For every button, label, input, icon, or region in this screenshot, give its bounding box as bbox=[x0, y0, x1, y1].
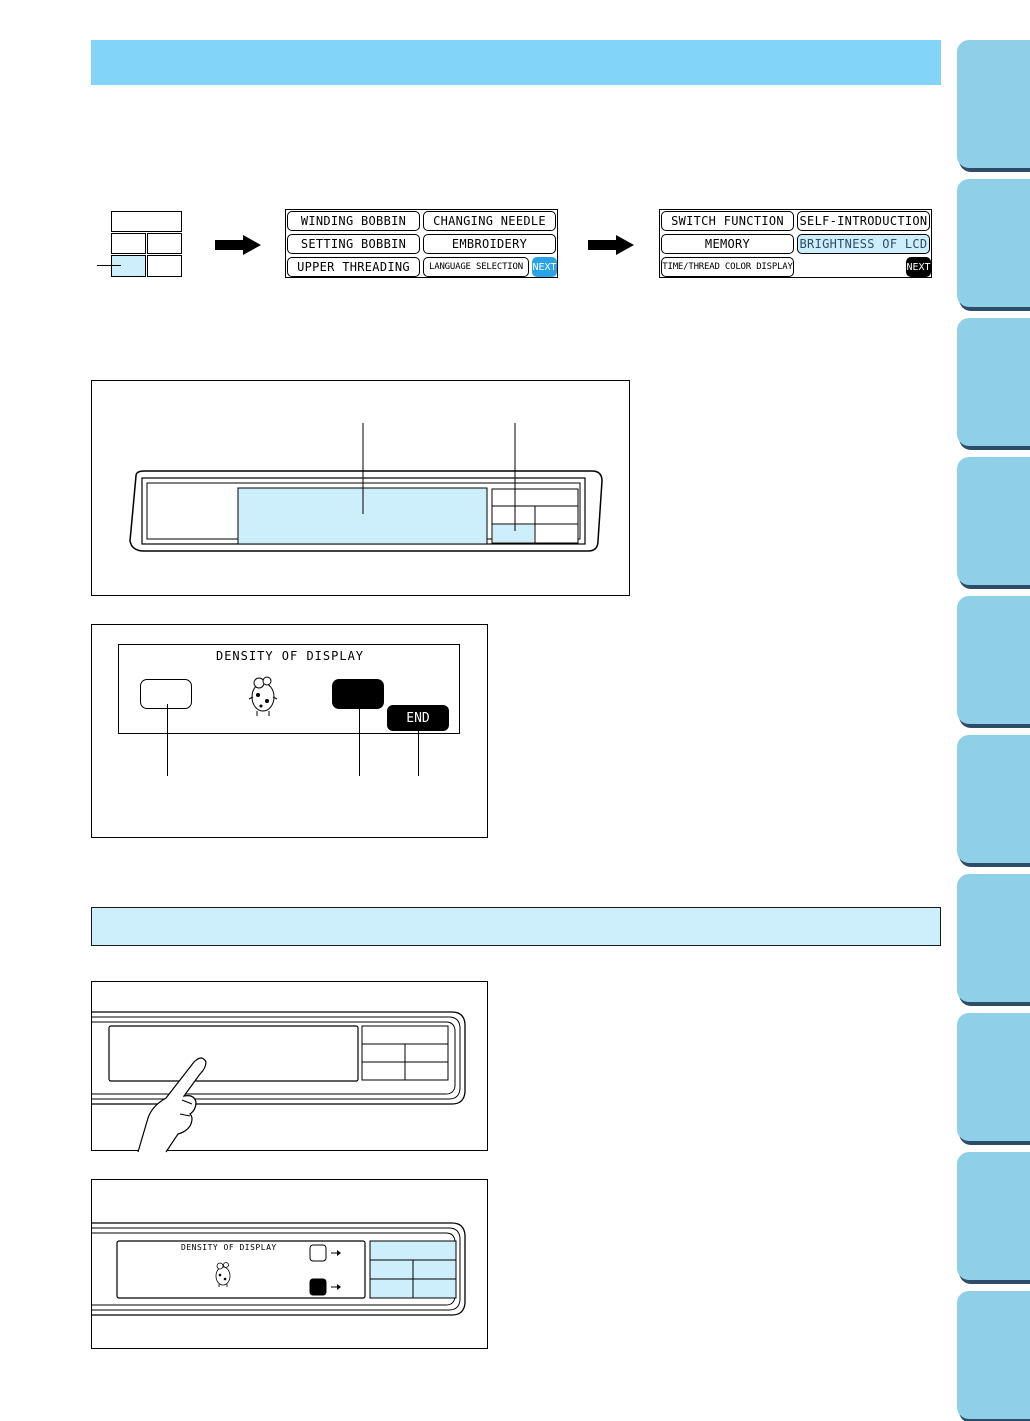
mini-key-top[interactable] bbox=[111, 211, 182, 232]
menu-screen-page-2: SWITCH FUNCTION SELF-INTRODUCTION MEMORY… bbox=[659, 209, 932, 278]
menu-button-winding-bobbin[interactable]: WINDING BOBBIN bbox=[287, 211, 420, 231]
mini-key-help-highlighted[interactable] bbox=[111, 255, 146, 277]
side-tab-4[interactable] bbox=[957, 457, 1030, 585]
side-tab-1[interactable] bbox=[957, 40, 1030, 168]
side-tab-7[interactable] bbox=[957, 874, 1030, 1002]
next-button[interactable]: NEXT bbox=[906, 257, 931, 277]
side-tab-6[interactable] bbox=[957, 735, 1030, 863]
density-screen-title: DENSITY OF DISPLAY bbox=[215, 649, 365, 663]
mini-key-middle-left[interactable] bbox=[111, 233, 146, 254]
side-tab-10[interactable] bbox=[957, 1291, 1030, 1419]
menu-button-brightness-of-lcd[interactable]: BRIGHTNESS OF LCD bbox=[797, 234, 930, 254]
panel-density-figure: DENSITY OF DISPLAY bbox=[91, 1179, 488, 1349]
right-arrow-icon bbox=[215, 235, 261, 255]
mini-key-middle-right[interactable] bbox=[147, 233, 182, 254]
end-button[interactable]: END bbox=[387, 705, 449, 731]
menu-button-language-selection[interactable]: LANGUAGE SELECTION bbox=[423, 257, 529, 277]
menu-button-setting-bobbin[interactable]: SETTING BOBBIN bbox=[287, 234, 420, 254]
darker-button[interactable] bbox=[332, 679, 384, 709]
subsection-header-bar bbox=[91, 907, 941, 946]
menu-button-time-thread-color-display[interactable]: TIME/THREAD COLOR DISPLAY bbox=[661, 257, 794, 277]
side-tab-3[interactable] bbox=[957, 318, 1030, 446]
pointing-hand-icon bbox=[137, 1057, 207, 1153]
menu-button-memory[interactable]: MEMORY bbox=[661, 234, 794, 254]
darker-button-leader-line bbox=[359, 704, 360, 776]
mini-key-bottom-right[interactable] bbox=[147, 255, 182, 277]
side-tab-8[interactable] bbox=[957, 1013, 1030, 1141]
mini-key-panel bbox=[111, 211, 182, 277]
next-button[interactable]: NEXT bbox=[532, 257, 557, 277]
panel-overview-figure bbox=[91, 380, 630, 596]
menu-button-changing-needle[interactable]: CHANGING NEEDLE bbox=[423, 211, 556, 231]
panel-density-title: DENSITY OF DISPLAY bbox=[181, 1243, 277, 1252]
side-tab-2[interactable] bbox=[957, 179, 1030, 307]
lighter-button-leader-line bbox=[167, 704, 168, 776]
menu-button-embroidery[interactable]: EMBROIDERY bbox=[423, 234, 556, 254]
end-button-leader-line bbox=[418, 731, 419, 776]
side-tab-9[interactable] bbox=[957, 1152, 1030, 1280]
menu-button-self-introduction[interactable]: SELF-INTRODUCTION bbox=[797, 211, 930, 231]
density-screen-figure: DENSITY OF DISPLAY END bbox=[91, 624, 488, 838]
cow-mascot-icon bbox=[215, 1262, 231, 1287]
touch-panel-figure bbox=[91, 981, 488, 1153]
mini-key-leader-line bbox=[97, 265, 121, 266]
right-arrow-icon bbox=[588, 235, 634, 255]
density-of-display-screen: DENSITY OF DISPLAY END bbox=[118, 644, 460, 734]
lighter-button[interactable] bbox=[140, 679, 192, 709]
section-header-bar bbox=[91, 40, 941, 85]
menu-button-switch-function[interactable]: SWITCH FUNCTION bbox=[661, 211, 794, 231]
menu-button-upper-threading[interactable]: UPPER THREADING bbox=[287, 257, 420, 277]
machine-panel-illustration bbox=[129, 423, 603, 552]
menu-screen-page-1: WINDING BOBBIN CHANGING NEEDLE SETTING B… bbox=[285, 209, 558, 278]
touch-panel-illustration bbox=[92, 1011, 466, 1105]
cow-mascot-icon bbox=[248, 676, 278, 716]
side-tab-5[interactable] bbox=[957, 596, 1030, 724]
panel-density-illustration bbox=[92, 1222, 466, 1316]
